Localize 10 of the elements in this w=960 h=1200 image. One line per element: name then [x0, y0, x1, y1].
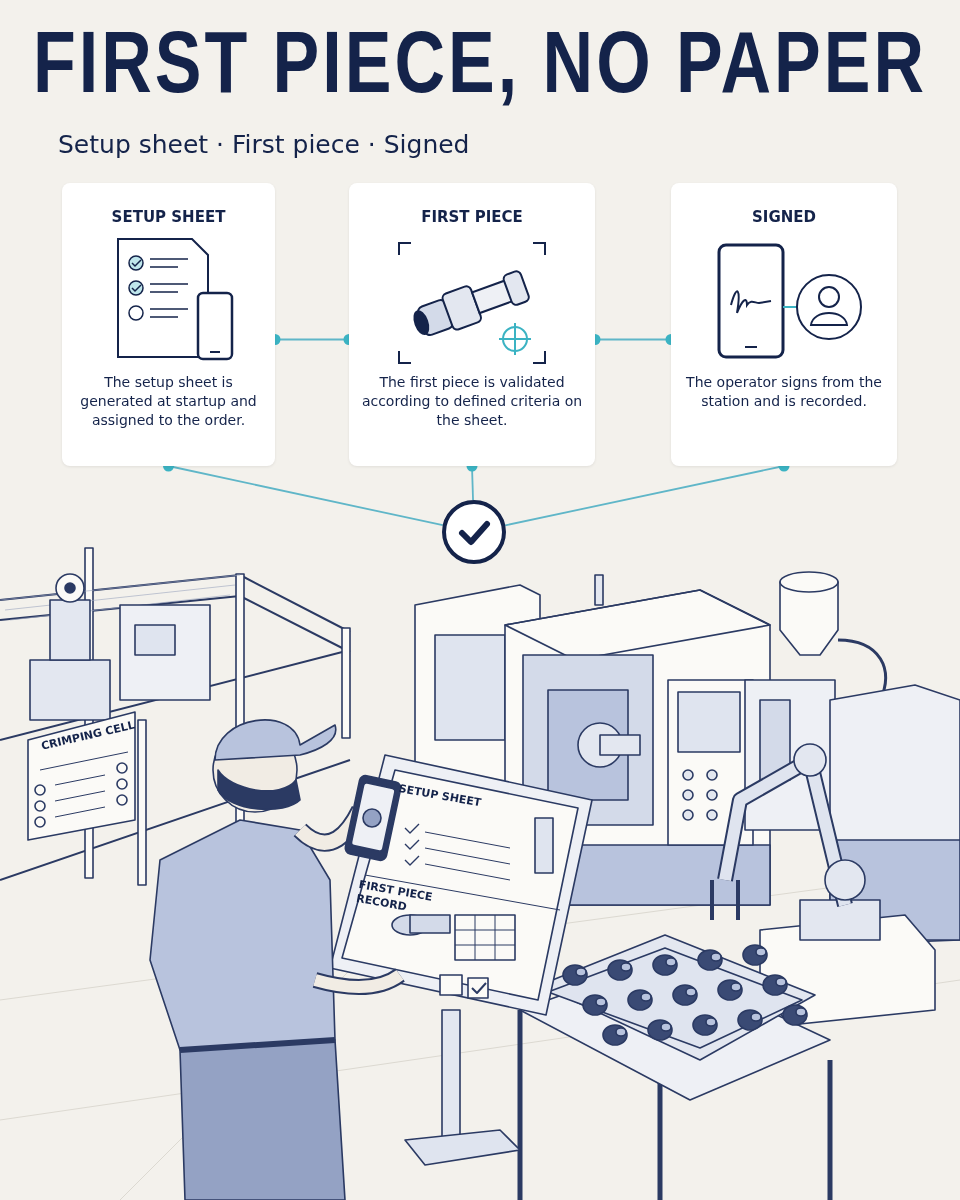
- card-heading: SETUP SHEET: [111, 208, 226, 226]
- subtitle: Setup sheet · First piece · Signed: [58, 130, 470, 159]
- card-heading: SIGNED: [752, 208, 816, 226]
- sign-text: SETUP SHEET: [397, 782, 483, 810]
- card-description: The first piece is validated according to defined criteria on the sheet.: [360, 373, 584, 430]
- title: FIRST PIECE, NO PAPER: [32, 12, 927, 112]
- card-heading: FIRST PIECE: [421, 208, 523, 226]
- card-description: The setup sheet is generated at startup and assigned to the order.: [79, 373, 258, 430]
- card-description: The operator signs from the station and is recorded.: [685, 373, 883, 411]
- sign-text: FIRST PIECE RECORD: [355, 878, 435, 916]
